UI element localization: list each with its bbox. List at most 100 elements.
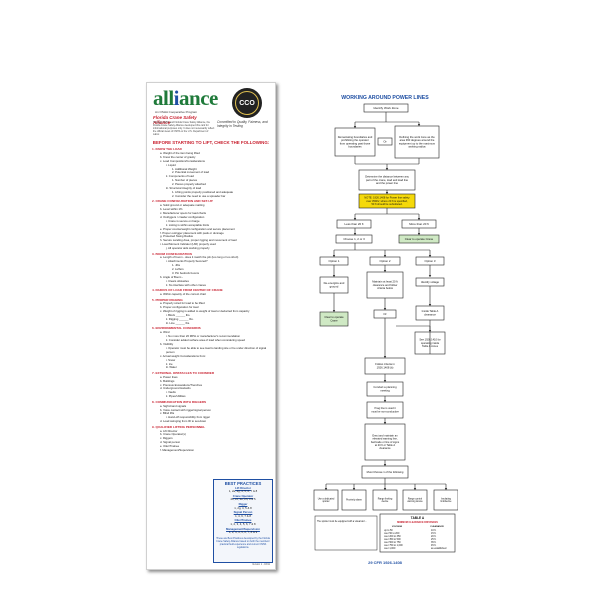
choice-box-2 [341,489,367,511]
checklist-item: ii. Components of load [166,174,194,179]
section-title: 5. PROPER RIGGING [152,297,183,302]
more-than-box-label: More than 20 ft [409,222,429,226]
boundary-option-box [334,127,376,157]
section-title: 6. ENVIRONMENTAL CONCERNS [152,326,201,331]
connector-arrow [385,168,389,170]
checklist-item: b. Visibility [160,342,174,346]
checklist-item: ii. Ice [166,361,173,366]
connector-arrow [383,255,387,257]
checklist-title: BEFORE STARTING TO LIFT, CHECK THE FOLLO… [152,140,270,145]
table-a-clearance-cell: 15 ft. [431,532,437,535]
alliance-logo: alliance [153,86,218,110]
maintain-clearance-box [366,271,404,299]
connector-arrow [353,233,357,235]
section-title: 7. EXTERNAL OBSTACLES TO CONSIDER [152,370,215,375]
regulation-footer: 29 CFR 1926.1408 [368,560,403,565]
checklist-item: f. Management/Supervision [160,448,195,453]
best-practices-role: Crane Operator [232,493,254,498]
checklist-item: d. Outriggers / crawler configuration [160,214,205,219]
table-a-clearance-cell: as established [431,547,447,550]
table-a-title: TABLE A [411,516,425,520]
checklist-item: a. Power lines [160,374,178,379]
connector-arrow [383,356,387,358]
checklist-item: a. Sight-hand signals [160,403,187,408]
connector-arrow [383,380,387,382]
checklist-item: i. Liquid [166,162,176,167]
checklist-item: 3. Pin bedrock booms [172,271,200,276]
table-a-clearance-cell: 25 ft. [431,538,437,541]
table-a-voltage-cell: over 50 to 200 [384,532,400,535]
must-choose-box-label: Must Choose 1 of the following [367,470,404,474]
or-box [377,137,393,146]
checklist-item: ii. Rigging ______ lbs. [166,317,194,322]
table-a-voltage-cell: over 350 to 500 [384,538,401,541]
connector-arrow [417,233,421,235]
checklist-item: iii. Water [166,365,177,370]
section-title: 3. BOOM CONFIGURATION [152,251,192,256]
checklist-item: h. Secure Landing Area, proper rigging a… [160,238,237,243]
connector-arrow [332,310,336,312]
choice-box-4 [402,489,428,511]
connector-arrow [332,275,336,277]
section-title: 2. CRANE CONFIGURATION AND SET-UP [152,199,213,204]
revision-label: Version 1 - 03/11 [252,563,270,566]
best-practices-items: 1, 2, 3, 4, 5, 6, 7 & 8 [230,521,256,526]
table-a-clearance-cell: 20 ft. [431,535,437,538]
table-a [379,513,456,553]
best-practices-title: BEST PRACTICES [224,481,262,486]
checklist-item: i. Snow [166,357,176,362]
checklist-item: a. Weight of the item being lifted [160,150,200,155]
checklist-item: d. Signal person [160,440,181,445]
choice-box-2-label: Proximity alarm [346,499,362,502]
connector-arrow [383,464,387,466]
option-3-box-label: Option 3 [425,259,436,263]
connector-arrow [332,255,336,257]
connector-arrow [353,126,357,128]
table-a-clearance-cell: 45 ft. [431,544,437,547]
checklist-item: b. Know the center of gravity [160,154,196,159]
best-practices-note: These are Best Practices developed by th… [216,536,270,549]
or-box-label: Or [383,139,386,143]
table-a-clearance-cell: 10 ft. [431,529,437,532]
section-title: 4. RADIUS OF LOAD FROM CENTER OF CRANE [152,288,223,293]
checklist-item: b. Buildings [160,378,175,383]
best-practices-items: 1, 4, 6, 7 & 8 [235,513,251,518]
checklist-item: e. Oiler/Trainee [160,444,180,449]
checklist-item: c. Previous Excavations/Trenches [160,382,203,387]
table-a-voltage-cell: over 750 to 1,000 [384,544,403,547]
or-box-2-label: Or [383,312,386,316]
best-practices-items: 1, 2g, 4, 5 & 8 [234,505,252,510]
checklist-item: a. Lift Director [160,428,178,433]
connector-arrow [428,275,432,277]
best-practices-role: Rigger [238,501,248,506]
logo-subtitle: An OSHA Cooperative Program [155,110,198,114]
best-practices-items: 1, 2a, 2g, 4, 5, 6, 7 & 8 [228,489,258,494]
checklist-item: j. All operator aids working properly [166,246,210,251]
best-practices-items: 2b, 2c, 2e, 2h, 3 & 5 [230,497,256,502]
checklist-item: i. Hand-off responsibility from rigger [166,415,211,420]
checklist-item: 1. Number of pieces [172,178,198,183]
checklist-item: c. Manufacturer specs for load charts [160,211,207,215]
less-than-box [336,219,372,229]
checklist-item: i. Block ______ lbs. [166,313,191,318]
table-a-voltage-cell: over 1,000 [384,547,396,550]
checklist-item: 2. Potential movement of load [172,170,210,175]
table-a-header-clearance: CLEARANCE [430,525,444,528]
best-practices-role: Signal Person [233,510,253,515]
clear-to-operate-box-label: Clear to operate Crane [405,237,434,241]
checklist-item: ii. Consider added surface area of load … [166,338,245,343]
connector-arrow [353,218,357,220]
connector-arrow [383,422,387,424]
table-a-clearance-cell: 35 ft. [431,541,437,544]
checklist-item: b. Level within 1% [160,207,183,212]
